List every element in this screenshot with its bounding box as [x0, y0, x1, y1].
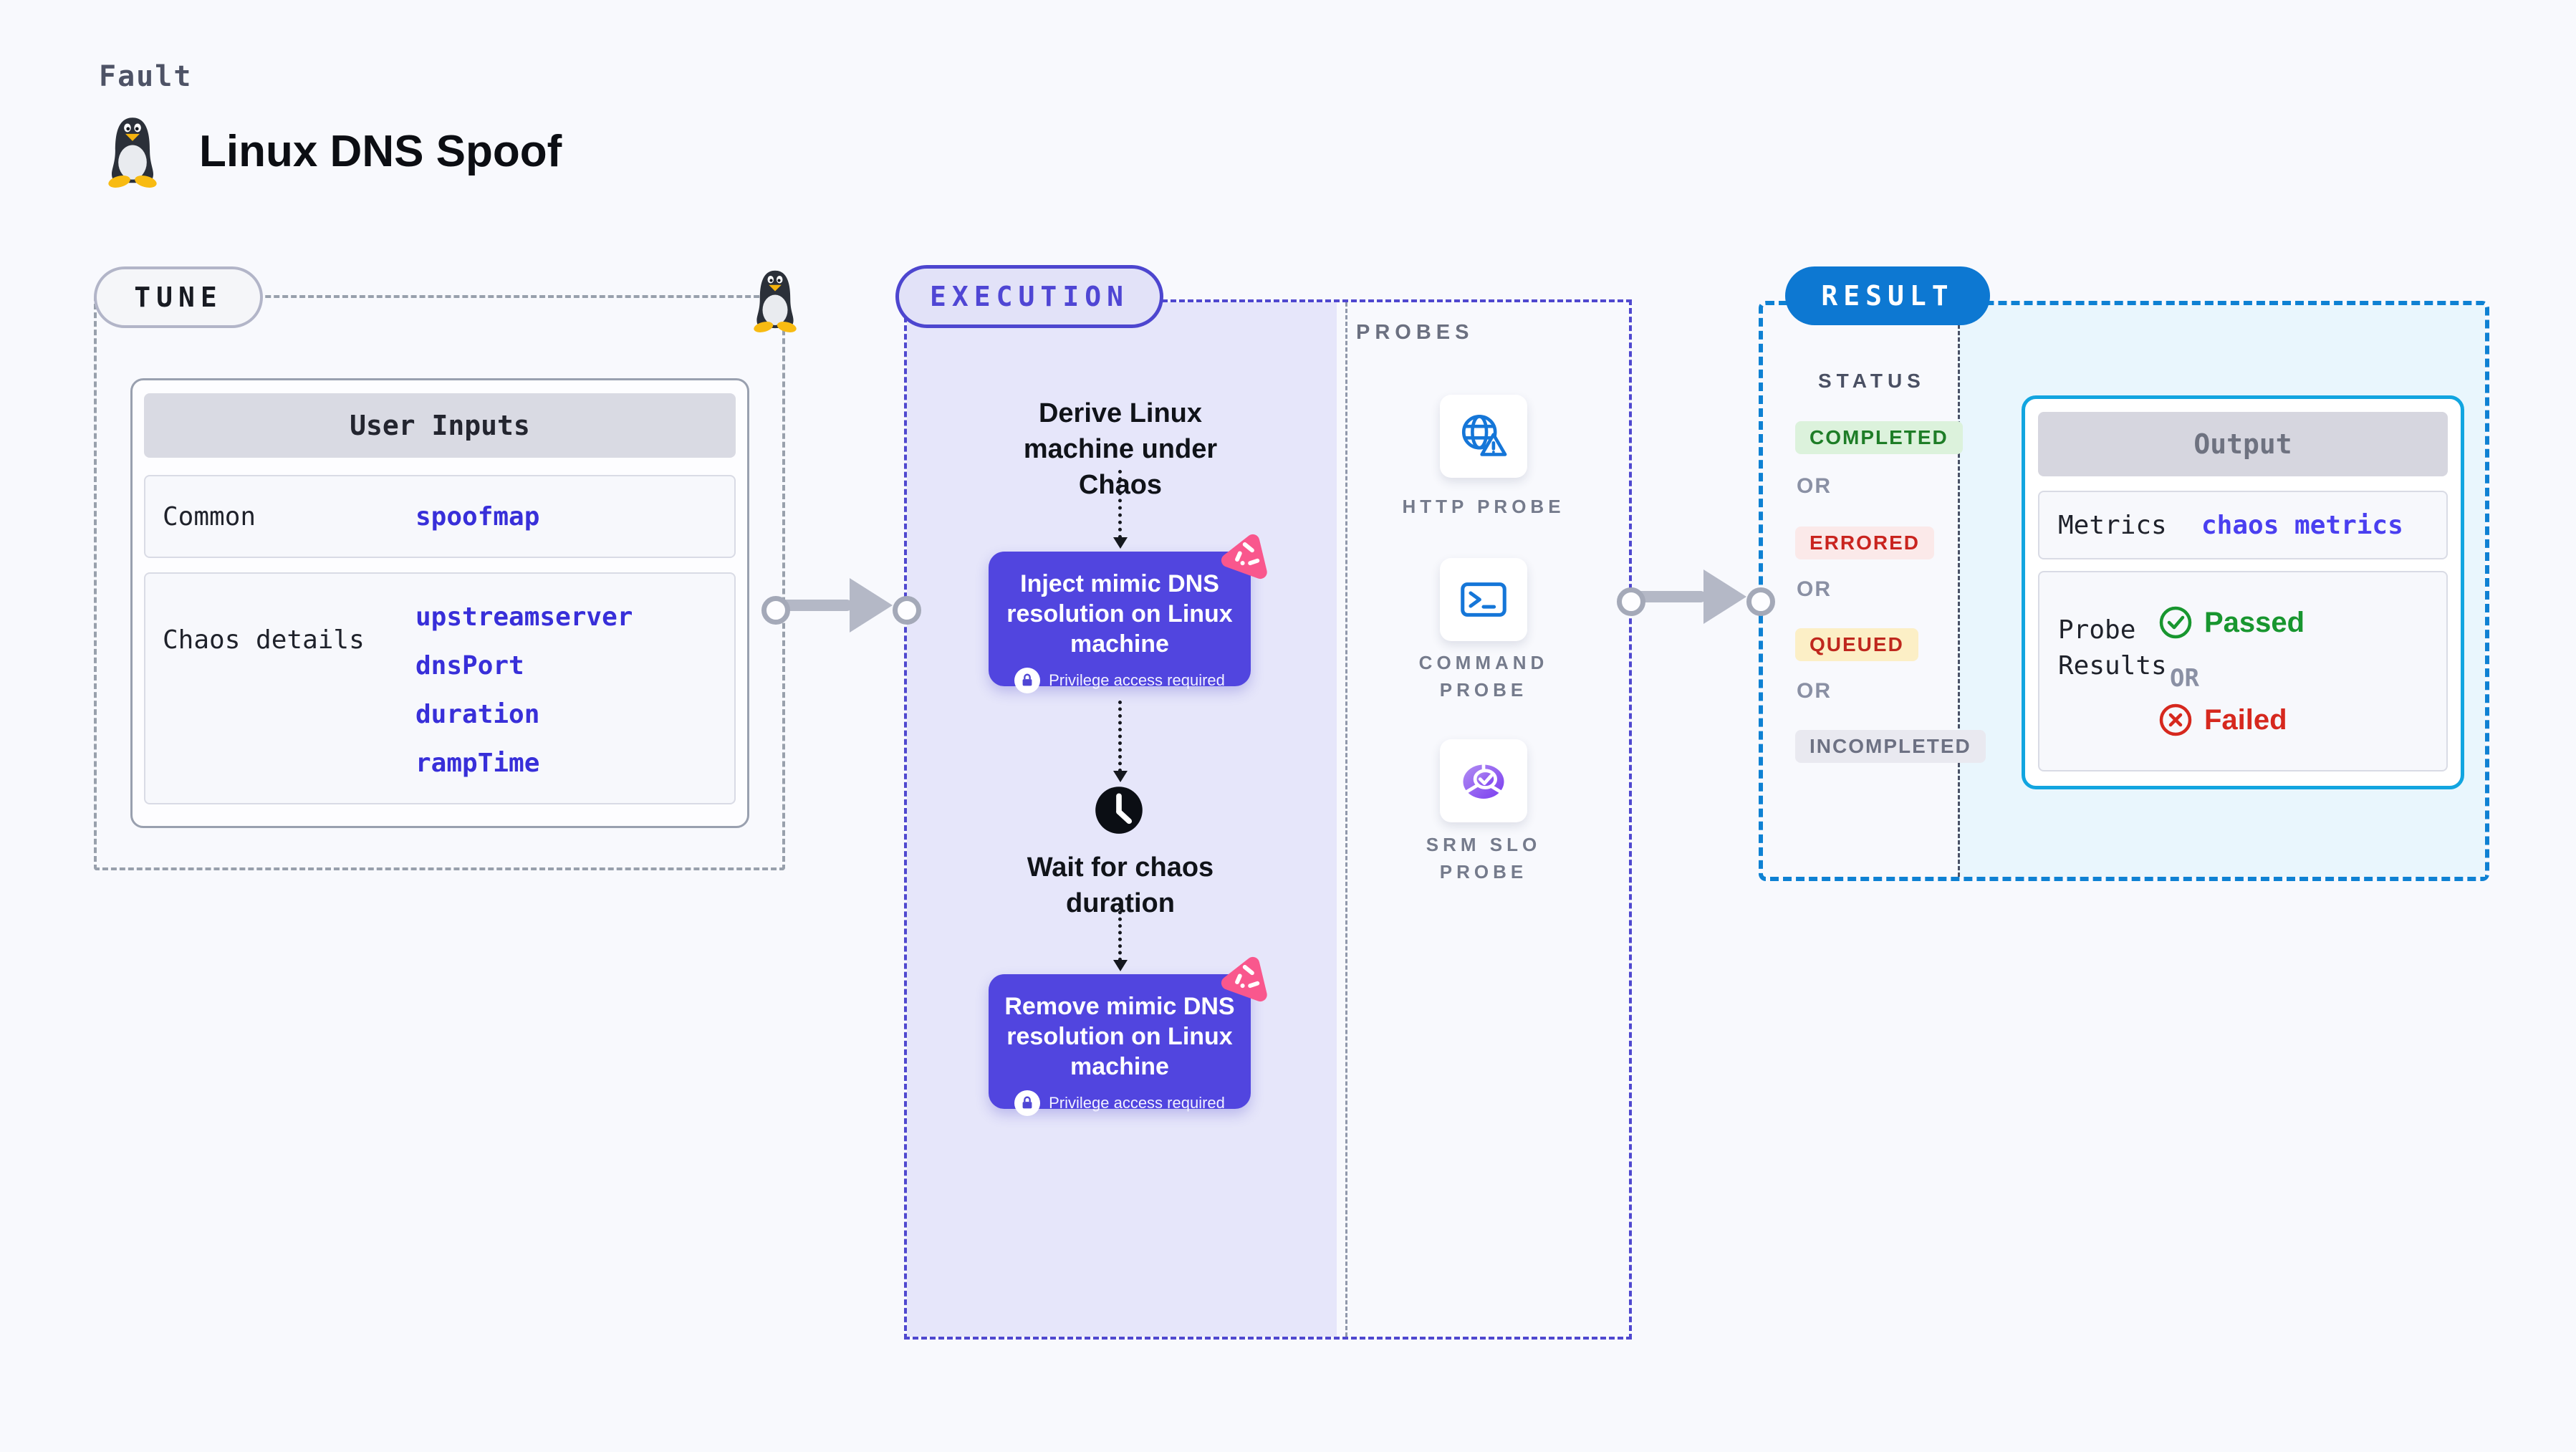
passed-check-icon [2159, 606, 2192, 639]
user-inputs-header: User Inputs [144, 393, 736, 458]
command-probe-card [1440, 558, 1527, 641]
globe-alert-icon [1461, 414, 1507, 456]
terminal-icon [1461, 582, 1506, 617]
http-probe-label: HTTP PROBE [1402, 496, 1565, 517]
or-label: OR [1797, 577, 1832, 601]
param-link-upstreamserver[interactable]: upstreamserver [415, 602, 633, 632]
result-badge: RESULT [1785, 266, 1990, 325]
linux-tux-icon [108, 117, 157, 188]
output-card: Output Metrics chaos metrics Probe Resul… [2022, 395, 2464, 789]
status-badge-errored: ERRORED [1795, 527, 1935, 559]
tune-section-box [94, 295, 785, 870]
result-divider [1958, 305, 1960, 877]
param-link-spoofmap[interactable]: spoofmap [415, 502, 540, 532]
row-label: Chaos details [163, 625, 365, 655]
probe-results-label: Probe Results [2058, 615, 2167, 681]
status-badge-queued: QUEUED [1795, 628, 1918, 661]
row-label: Common [163, 502, 256, 532]
param-link-ramptime[interactable]: rampTime [415, 749, 540, 778]
page-title: Linux DNS Spoof [199, 127, 562, 176]
or-label: OR [1797, 474, 1832, 498]
flow-connector [1113, 701, 1128, 782]
param-link-duration[interactable]: duration [415, 700, 540, 729]
metrics-value-link[interactable]: chaos metrics [2201, 511, 2403, 540]
param-link-dnsport[interactable]: dnsPort [415, 651, 524, 681]
probes-section-label: PROBES [1356, 321, 1474, 344]
execution-badge: EXECUTION [895, 265, 1163, 328]
remove-step-box: Remove mimic DNS resolution on Linux mac… [989, 956, 1267, 1116]
probes-divider [1345, 302, 1347, 1337]
tune-badge: TUNE [94, 266, 263, 328]
result-badge-label: RESULT [1821, 280, 1954, 312]
tune-badge-label: TUNE [134, 282, 223, 313]
srm-slo-probe-label: SRM SLO PROBE [1426, 834, 1542, 883]
execution-badge-label: EXECUTION [930, 281, 1129, 312]
failed-x-icon [2159, 703, 2192, 736]
user-inputs-row-common: Common spoofmap [144, 475, 736, 558]
lock-icon [1014, 668, 1041, 693]
wait-clock-icon [1095, 787, 1143, 834]
flow-connector [1113, 904, 1128, 971]
privilege-note: Privilege access required [1049, 1094, 1225, 1112]
user-inputs-row-chaos-details: Chaos details upstreamserver dnsPort dur… [144, 572, 736, 804]
passed-label: Passed [2204, 606, 2305, 638]
lock-icon [1014, 1090, 1041, 1116]
http-probe-card [1440, 395, 1527, 478]
command-probe-label: COMMAND PROBE [1418, 652, 1549, 701]
srm-slo-probe-card [1440, 739, 1527, 822]
output-metrics-row: Metrics chaos metrics [2038, 491, 2448, 559]
privilege-note: Privilege access required [1049, 671, 1225, 689]
status-column-label: STATUS [1818, 370, 1926, 392]
user-inputs-card: User Inputs Common spoofmap Chaos detail… [130, 378, 749, 828]
or-label: OR [1797, 679, 1832, 703]
chaos-logo-icon [1221, 956, 1267, 1002]
status-badge-incompleted: INCOMPLETED [1795, 730, 1986, 763]
slo-donut-icon [1463, 764, 1504, 799]
remove-step-title: Remove mimic DNS resolution on Linux mac… [1004, 993, 1235, 1080]
linux-tux-corner-icon [754, 270, 797, 332]
status-badge-completed: COMPLETED [1795, 421, 1963, 454]
metrics-label: Metrics [2058, 511, 2167, 540]
output-probe-results-row: Probe Results Passed OR Failed [2038, 571, 2448, 771]
failed-label: Failed [2204, 703, 2287, 736]
category-label: Fault [99, 60, 193, 93]
derive-step-label: Derive Linux machine under Chaos [1023, 398, 1218, 500]
inject-step-box: Inject mimic DNS resolution on Linux mac… [989, 534, 1267, 693]
or-label: OR [2170, 664, 2199, 693]
flow-connector [1113, 470, 1128, 549]
inject-step-title: Inject mimic DNS resolution on Linux mac… [1006, 570, 1233, 658]
chaos-logo-icon [1221, 534, 1267, 580]
output-header: Output [2038, 412, 2448, 476]
